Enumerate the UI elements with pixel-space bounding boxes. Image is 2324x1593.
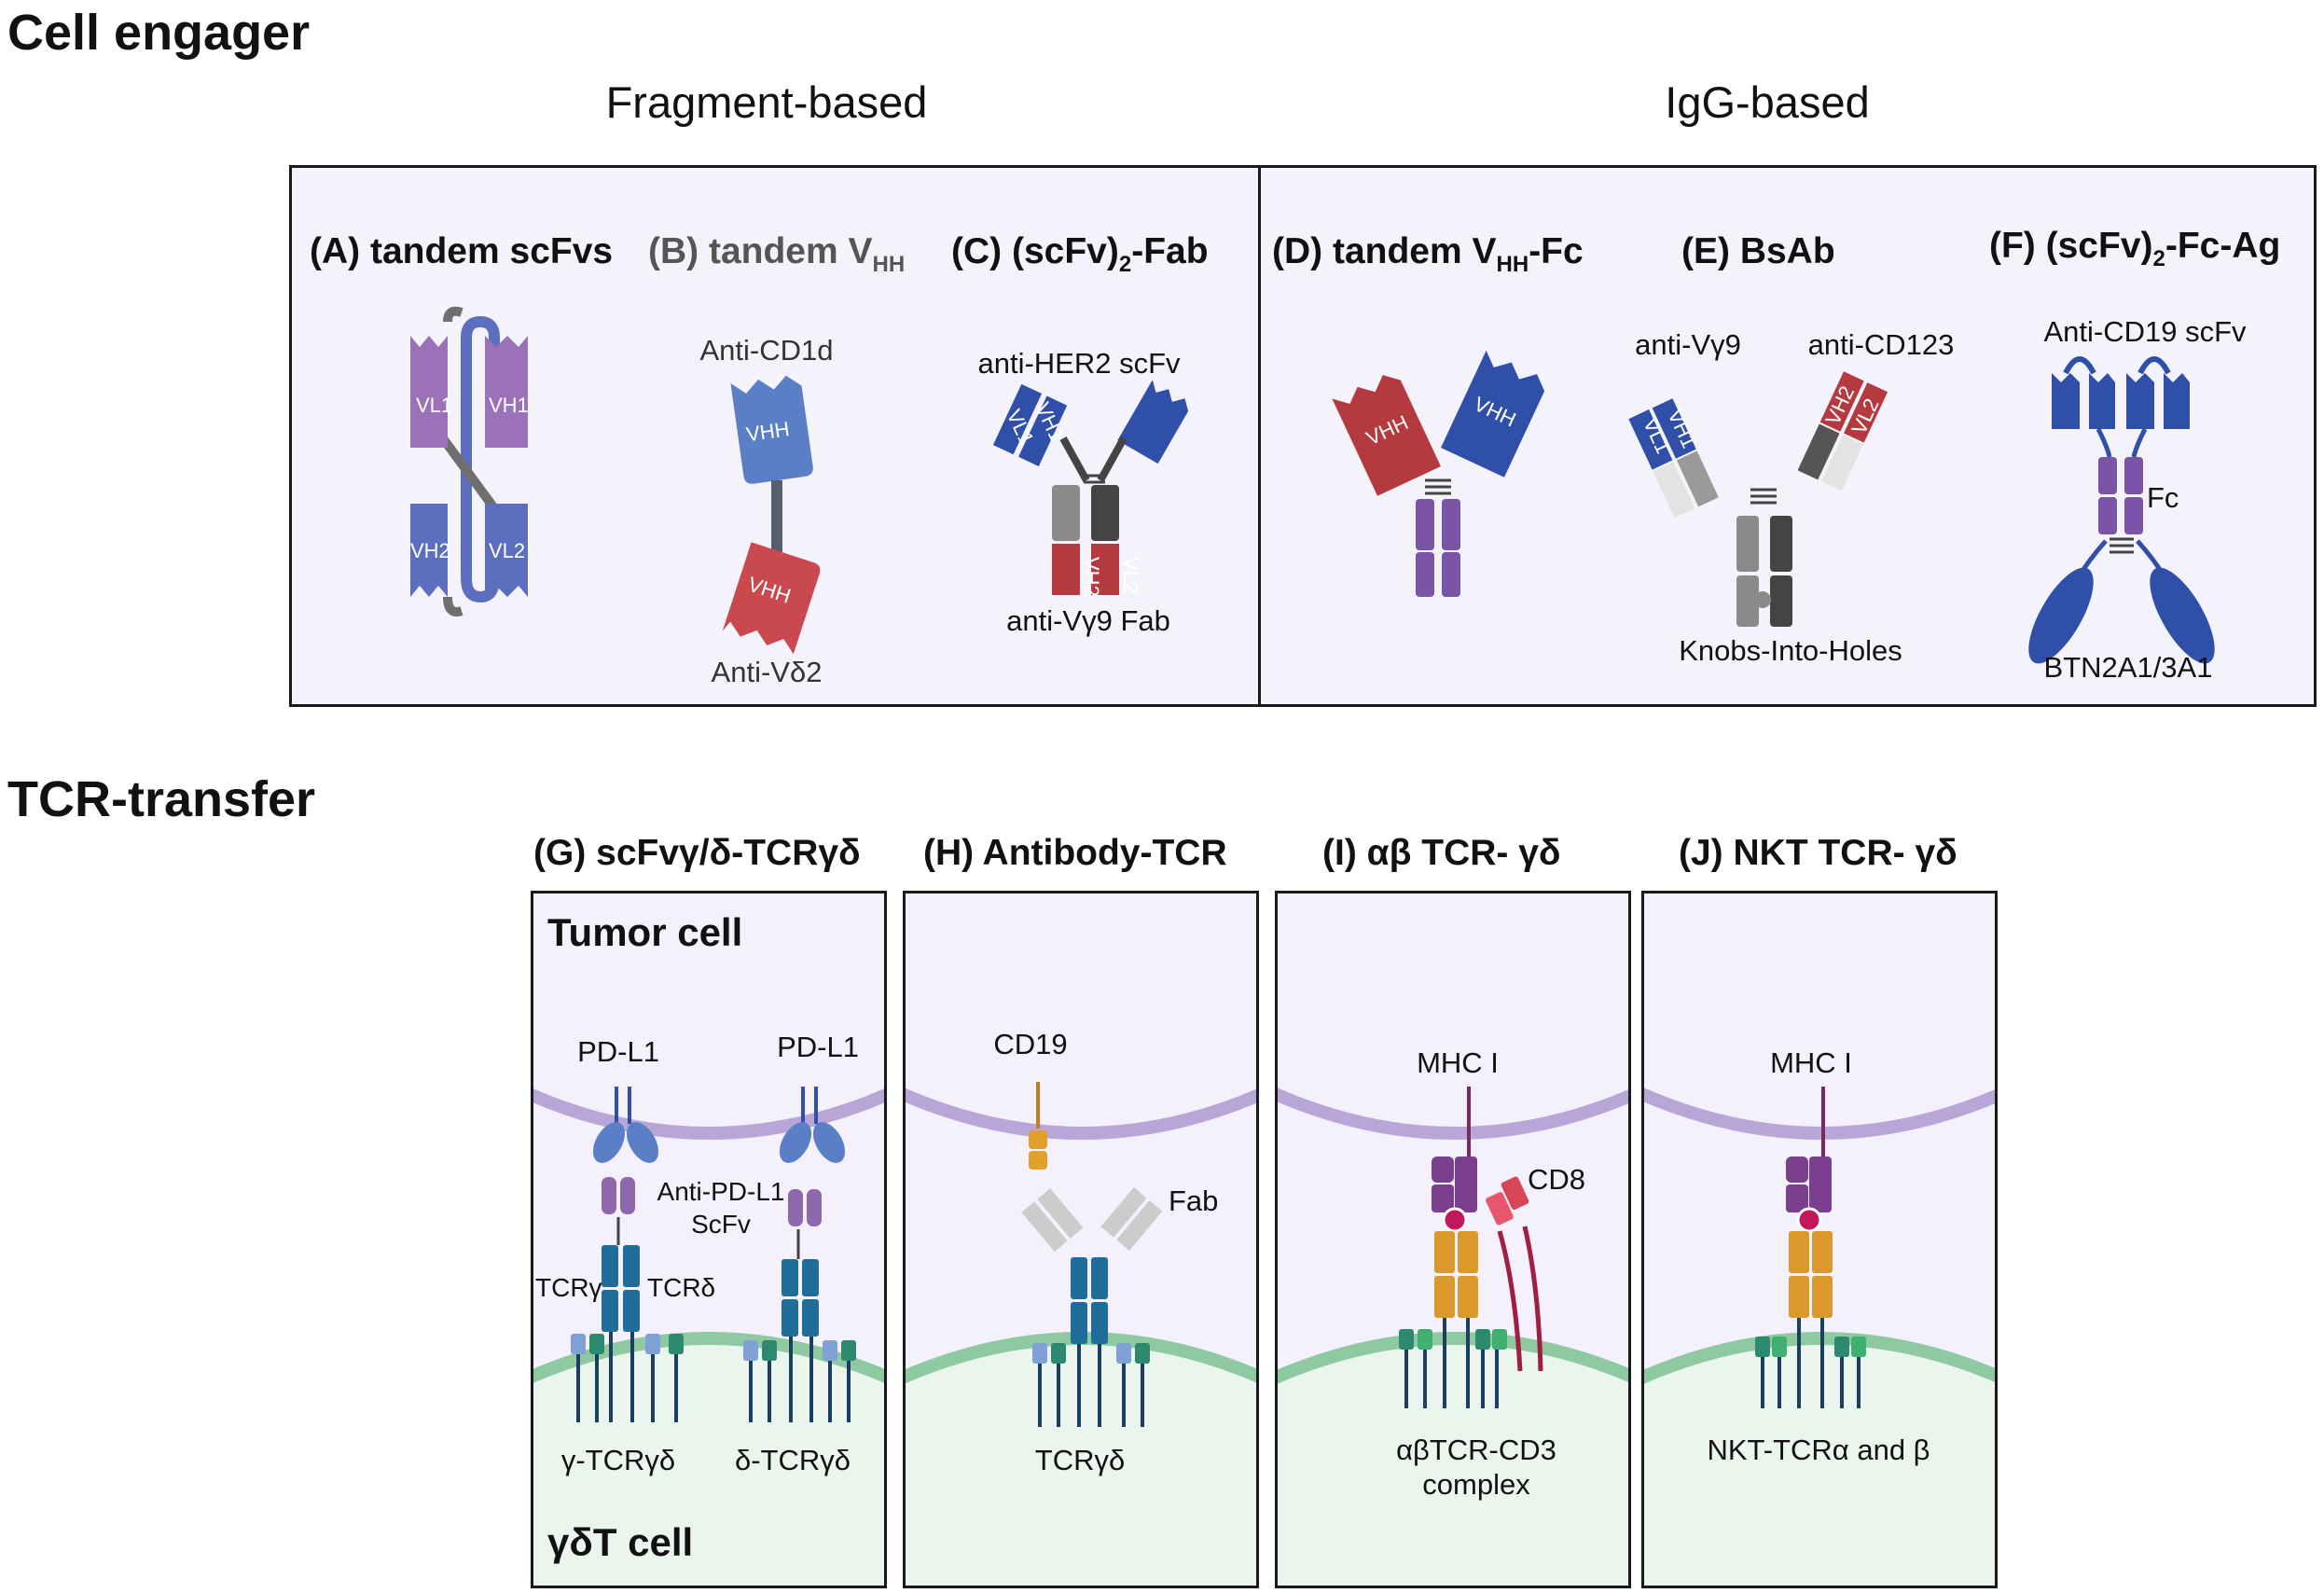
label-fc: Fc	[2147, 481, 2179, 514]
label-btn2a1-3a1: BTN2A1/3A1	[2043, 651, 2213, 684]
panel-d-molecule	[1332, 350, 1545, 597]
heading-igg-based: IgG-based	[1665, 77, 1870, 127]
panel-b-molecule	[722, 375, 821, 655]
panel-h-box	[903, 891, 1259, 1588]
label-mhc-i-panel-i: MHC I	[1417, 1046, 1499, 1079]
panel-h-molecules	[1021, 1082, 1163, 1427]
panel-a-molecule	[410, 306, 528, 616]
panel-d-title: (D) tandem VHH-Fc	[1272, 231, 1584, 277]
label-tcr-delta: TCRδ	[647, 1273, 716, 1302]
label-cd8: CD8	[1528, 1163, 1586, 1196]
domain-vl2-a: VL2	[489, 539, 525, 562]
label-pd-l1-left: PD-L1	[577, 1035, 659, 1068]
label-pd-l1-right: PD-L1	[777, 1031, 859, 1063]
panel-j-molecules	[1755, 1087, 1866, 1408]
label-anti-cd19-scfv: Anti-CD19 scFv	[2043, 315, 2247, 348]
label-anti-vd2: Anti-Vδ2	[711, 656, 823, 688]
section-title-cell-engager: Cell engager	[7, 5, 311, 61]
label-nkt-tcr-ab: NKT-TCRα and β	[1707, 1434, 1930, 1466]
label-gd-t-cell: γδT cell	[547, 1520, 694, 1564]
panel-h-title: (H) Antibody-TCR	[923, 833, 1227, 873]
label-mhc-i-panel-j: MHC I	[1770, 1046, 1852, 1079]
panel-j-title: (J) NKT TCR- γδ	[1679, 833, 1957, 873]
panel-i-title: (I) αβ TCR- γδ	[1322, 833, 1561, 873]
domain-vh1-a: VH1	[489, 394, 529, 417]
panel-e-title: (E) BsAb	[1681, 231, 1835, 271]
label-tumor-cell: Tumor cell	[547, 910, 743, 954]
panel-i-molecules	[1399, 1087, 1543, 1408]
panel-g-cells	[533, 893, 884, 1586]
domain-vh2-c: VH2	[1080, 557, 1103, 597]
label-complex: complex	[1422, 1468, 1530, 1501]
label-gamma-tcrgd: γ-TCRγδ	[560, 1444, 676, 1476]
panel-g-box	[531, 891, 887, 1588]
domain-vl1-a: VL1	[416, 394, 452, 417]
label-tcr-gamma: TCRγ	[535, 1273, 602, 1302]
domain-vh2-a: VH2	[410, 539, 450, 562]
label-anti-vg9: anti-Vγ9	[1635, 328, 1741, 361]
panel-c-molecule	[992, 380, 1189, 595]
panel-i-box	[1275, 891, 1631, 1588]
domain-vl2-c: VL2	[1119, 557, 1142, 593]
label-cd19: CD19	[993, 1028, 1068, 1060]
panel-g-title: (G) scFvγ/δ-TCRγδ	[533, 833, 861, 873]
label-scfv: ScFv	[691, 1210, 751, 1239]
label-knobs-into-holes: Knobs-Into-Holes	[1679, 634, 1902, 667]
label-tcrgd: TCRγδ	[1034, 1444, 1126, 1476]
panel-g-molecules	[571, 1087, 856, 1422]
panel-a-title: (A) tandem scFvs	[310, 231, 614, 271]
label-anti-vg9-fab: anti-Vγ9 Fab	[1006, 604, 1170, 637]
panel-e-molecule	[1628, 371, 1888, 627]
panel-j-box	[1641, 891, 1998, 1588]
label-anti-cd1d: Anti-CD1d	[699, 334, 834, 367]
panel-h-cells	[906, 893, 1256, 1586]
label-fab: Fab	[1169, 1184, 1219, 1217]
label-delta-tcrgd: δ-TCRγδ	[734, 1444, 851, 1476]
label-anti-cd123: anti-CD123	[1807, 328, 1955, 361]
label-anti-pd-l1: Anti-PD-L1	[657, 1177, 785, 1206]
panel-i-cells	[1278, 893, 1628, 1586]
panel-c-title: (C) (scFv)2-Fab	[951, 231, 1209, 277]
panel-f-molecule	[2028, 356, 2215, 664]
heading-fragment-based: Fragment-based	[605, 77, 928, 127]
panel-b-title: (B) tandem VHH	[648, 231, 906, 277]
panel-f-title: (F) (scFv)2-Fc-Ag	[1989, 226, 2281, 271]
label-anti-her2-scfv: anti-HER2 scFv	[977, 347, 1181, 380]
section-title-tcr-transfer: TCR-transfer	[7, 771, 316, 827]
label-ab-tcr-cd3: αβTCR-CD3	[1396, 1434, 1556, 1466]
